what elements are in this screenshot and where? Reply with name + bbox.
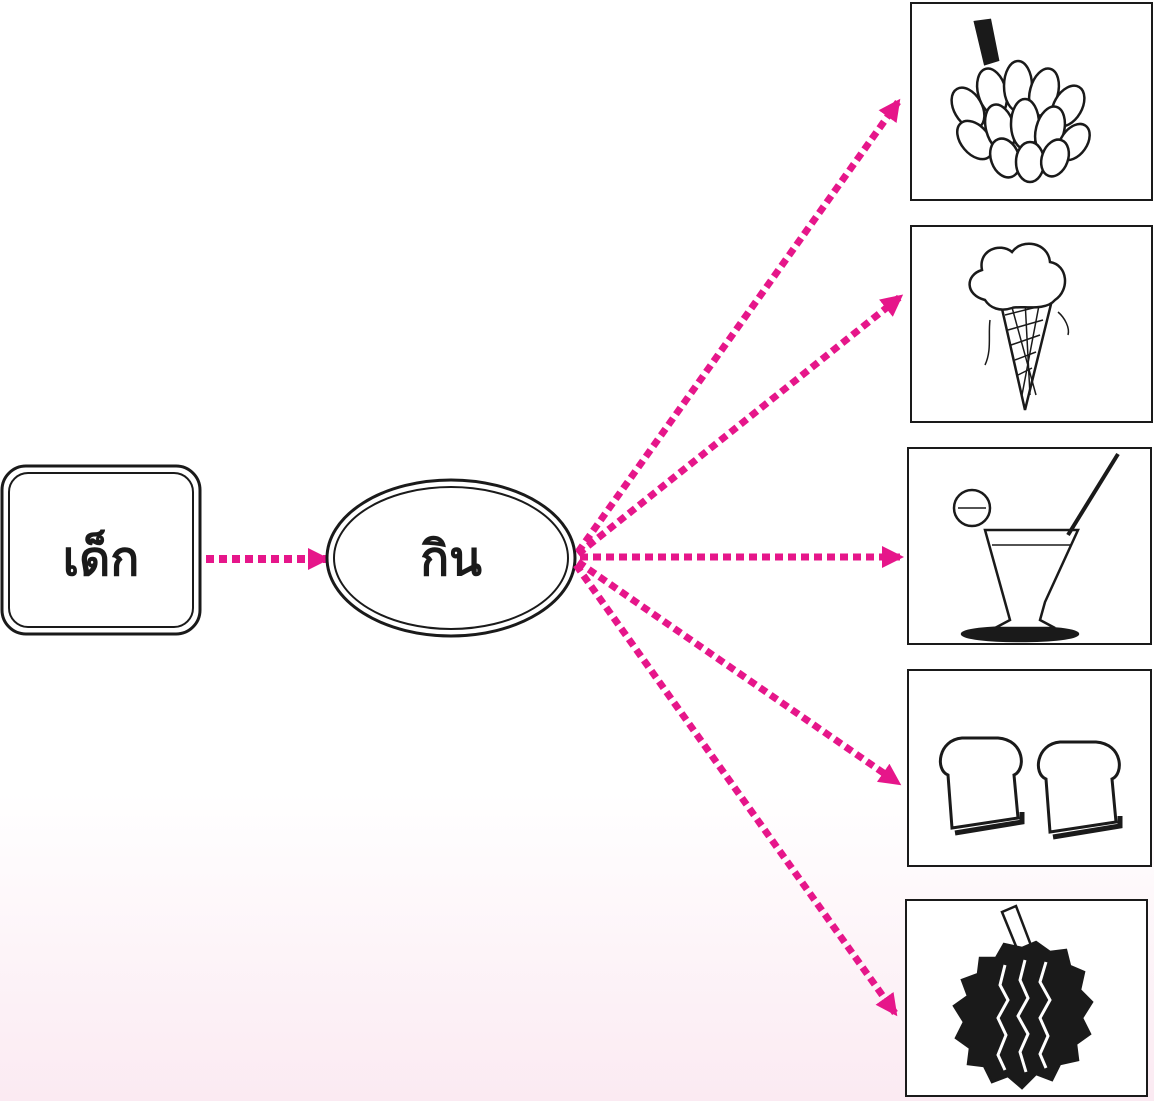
object-box-ice-cream xyxy=(911,226,1152,422)
object-box-durian xyxy=(906,900,1147,1096)
fan-out-arrows xyxy=(576,102,900,1013)
verb-label: กิน xyxy=(420,531,482,587)
object-box-juice xyxy=(908,448,1151,644)
subject-node: เด็ก xyxy=(2,466,200,634)
arrow-to-durian xyxy=(576,565,895,1013)
object-box-banana xyxy=(911,3,1152,200)
arrow-to-ice-cream xyxy=(578,297,900,554)
arrow-to-banana xyxy=(578,102,898,552)
verb-node: กิน xyxy=(327,480,575,636)
object-box-bread xyxy=(908,670,1151,866)
subject-label: เด็ก xyxy=(63,529,140,587)
arrow-to-bread xyxy=(578,562,898,783)
